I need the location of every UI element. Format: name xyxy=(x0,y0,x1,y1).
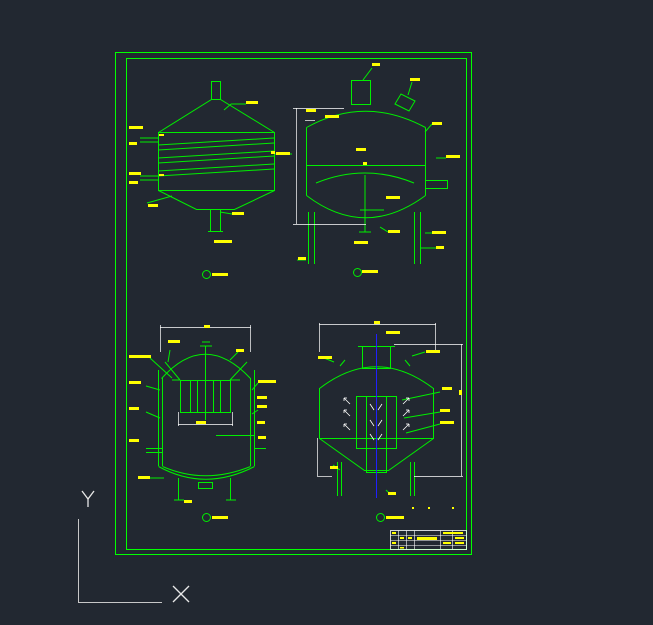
view-top-left[interactable] xyxy=(140,81,292,279)
drawing-sheet[interactable] xyxy=(115,52,472,555)
ucs-axis-labels xyxy=(81,490,190,603)
sheet-inner-border xyxy=(126,58,467,550)
vessel-view-icon xyxy=(376,513,385,522)
vessel-view-icon xyxy=(353,268,362,277)
view-top-right[interactable] xyxy=(297,67,448,277)
view-top-right-labels xyxy=(298,63,460,273)
ucs-axis-icon xyxy=(78,519,162,603)
view-top-left-labels xyxy=(129,101,290,276)
view-bottom-right-labels xyxy=(318,321,462,519)
view-bottom-right-dimensions xyxy=(317,323,463,477)
view-bottom-left[interactable] xyxy=(145,341,266,522)
view-bottom-right[interactable] xyxy=(319,346,441,522)
sheet-outer-border xyxy=(115,52,472,555)
title-block[interactable] xyxy=(390,507,467,550)
vessel-view-icon xyxy=(202,270,211,279)
vessel-view-icon xyxy=(202,513,211,522)
view-bottom-left-labels xyxy=(129,325,276,519)
view-bottom-right-arrows xyxy=(343,397,410,441)
view-top-right-dimensions xyxy=(293,108,366,225)
